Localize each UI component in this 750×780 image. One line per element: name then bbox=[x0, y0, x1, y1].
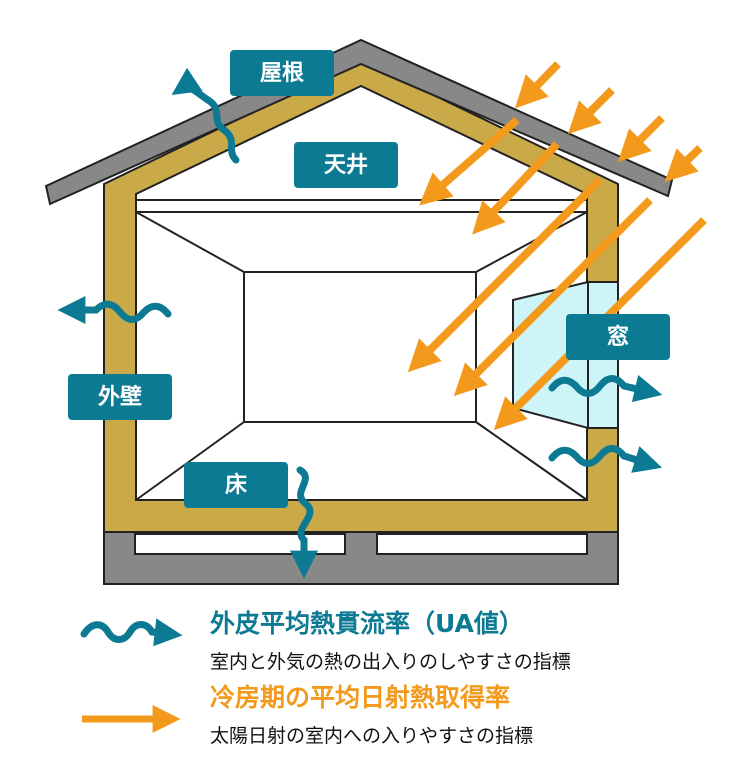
label-roof-text: 屋根 bbox=[260, 61, 304, 86]
heat-flow-arrows bbox=[57, 67, 663, 579]
label-ceiling: 天井 bbox=[294, 142, 398, 188]
solar-arrow bbox=[567, 87, 615, 135]
solar-arrow bbox=[453, 197, 653, 397]
legend-ua-desc: 室内と外気の熱の出入りのしやすさの指標 bbox=[210, 651, 571, 673]
roof bbox=[44, 38, 674, 206]
legend-ua-title: 外皮平均熱貫流率（UA値） bbox=[210, 609, 524, 638]
legend-eta: 冷房期の平均日射熱取得率 太陽日射の室内への入りやすさの指標 bbox=[82, 683, 533, 747]
solar-arrow bbox=[407, 177, 603, 373]
label-window: 窓 bbox=[566, 314, 670, 360]
heat-flow-arrow-floor bbox=[290, 466, 318, 579]
legend-eta-title: 冷房期の平均日射熱取得率 bbox=[210, 683, 510, 712]
heat-flow-arrow-wall bbox=[57, 296, 172, 324]
label-floor: 床 bbox=[184, 462, 288, 508]
label-roof: 屋根 bbox=[230, 50, 334, 96]
label-wall-text: 外壁 bbox=[98, 384, 142, 410]
heat-flow-arrow-window bbox=[548, 374, 663, 403]
label-window-text: 窓 bbox=[607, 324, 629, 350]
label-floor-text: 床 bbox=[225, 472, 248, 498]
legend-ua: 外皮平均熱貫流率（UA値） 室内と外気の熱の出入りのしやすさの指標 bbox=[80, 609, 571, 673]
solar-arrow bbox=[617, 115, 665, 163]
solar-arrow bbox=[419, 116, 520, 206]
legend-eta-desc: 太陽日射の室内への入りやすさの指標 bbox=[210, 725, 533, 747]
heat-flow-arrow-lower-wall bbox=[548, 445, 663, 473]
legend: 外皮平均熱貫流率（UA値） 室内と外気の熱の出入りのしやすさの指標 冷房期の平均… bbox=[80, 609, 571, 747]
label-wall: 外壁 bbox=[68, 374, 172, 420]
solar-arrow bbox=[664, 145, 703, 182]
label-ceiling-text: 天井 bbox=[324, 153, 368, 178]
solar-arrow bbox=[472, 141, 560, 235]
solar-arrow bbox=[514, 61, 561, 109]
heat-flow-arrow-roof bbox=[171, 67, 240, 164]
foundation bbox=[103, 531, 619, 585]
wavy-arrow-icon bbox=[80, 618, 183, 647]
